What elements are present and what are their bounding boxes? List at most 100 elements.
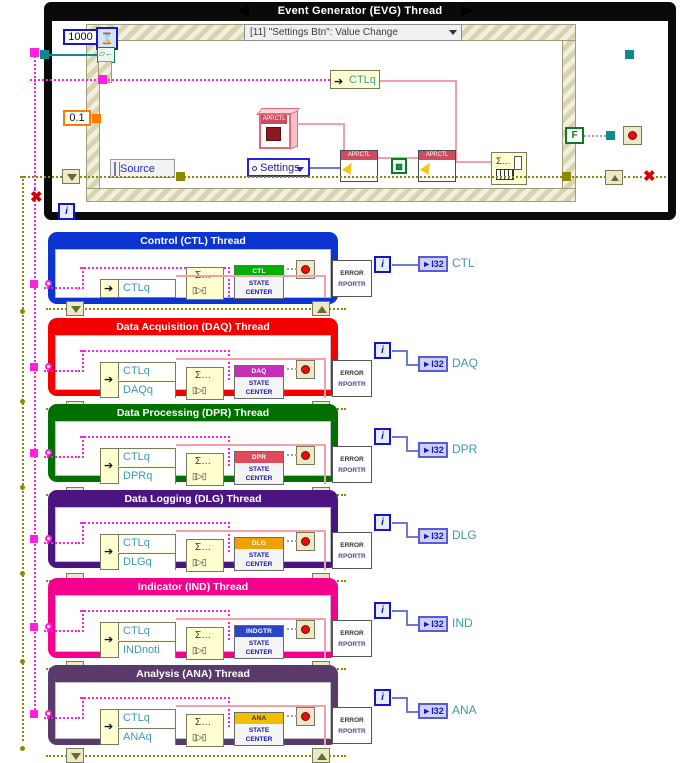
false-constant[interactable]: F — [565, 127, 584, 144]
arrow-right-icon: ➔ — [104, 282, 114, 295]
wire-stop-ctl — [287, 268, 297, 270]
i32-indicator-ana[interactable]: ►I32 — [418, 703, 448, 719]
i32-indicator-dpr[interactable]: ►I32 — [418, 442, 448, 458]
wire-ref-top-ana — [176, 705, 326, 707]
stop-led-icon-daq[interactable] — [296, 360, 315, 379]
error-tunnel-evt-left — [176, 172, 185, 181]
wire-i-right-ana — [392, 697, 408, 699]
evg-error-tunnel-out — [605, 170, 623, 185]
error-x-icon-bus: ✖ — [30, 189, 43, 206]
wire-ref-top-ctl — [176, 275, 326, 277]
cube-side-face — [290, 110, 298, 150]
wire-queue-top-ctl — [80, 267, 230, 269]
dequeue-element-icon-daq[interactable]: Σ…▯▷▯ — [186, 367, 224, 400]
dequeue-element-icon-dpr[interactable]: Σ…▯▷▯ — [186, 453, 224, 486]
stop-led-icon-ctl[interactable] — [296, 260, 315, 279]
stop-led-icon[interactable] — [623, 126, 642, 145]
enqueue-element-node[interactable]: Σ… — [491, 152, 527, 185]
state-center-line2-dpr: CENTER — [245, 475, 273, 482]
queue-label-dlg-1: DLGq — [118, 553, 175, 570]
event-structure-top-right-border — [460, 24, 576, 41]
error-line2-ctl: RPORTR — [338, 281, 366, 288]
i32-indicator-dlg[interactable]: ►I32 — [418, 528, 448, 544]
stop-led-icon-dpr[interactable] — [296, 446, 315, 465]
stop-led-icon-ind[interactable] — [296, 620, 315, 639]
queue-label-dpr-1: DPRq — [118, 467, 175, 484]
queue-bus-ring-dpr — [45, 449, 52, 456]
i32-indicator-ctl[interactable]: ►I32 — [418, 256, 448, 272]
wire-queue-drop-ind — [82, 610, 84, 632]
error-bus-node-ctl — [20, 309, 25, 314]
wire-i-to-indicator-dlg — [406, 536, 418, 538]
thread-title-ctl: Control (CTL) Thread — [140, 235, 246, 247]
wire-stop-ind — [287, 628, 297, 630]
wire-error-bus-vertical — [22, 176, 24, 741]
wire-boolean-to-timeout — [44, 54, 98, 56]
dequeue-element-icon-dlg[interactable]: Σ…▯▷▯ — [186, 539, 224, 572]
state-center-line2-ctl: CENTER — [245, 289, 273, 296]
wire-stop-ana — [287, 715, 297, 717]
wire-queue-in-dpr — [44, 456, 80, 458]
app-ctl-ref-label: APP.CTL — [261, 115, 287, 124]
app-ctl-reference-constant[interactable]: APP.CTL — [256, 108, 300, 150]
chevron-down-icon[interactable] — [296, 167, 304, 172]
event-structure-bottom-border — [86, 188, 576, 202]
event-case-selector[interactable]: [11] "Settings Btn": Value Change — [244, 24, 462, 41]
wire-queue-in-dlg — [44, 542, 80, 544]
event-case-next-button[interactable]: ▶ — [461, 2, 474, 19]
dequeue-element-icon-ctl[interactable]: Σ…▯▷▯ — [186, 267, 224, 300]
wire-queue-drop-daq — [82, 350, 84, 372]
wait-notifier-icon-ind[interactable]: Σ…▯▷▯ — [186, 627, 224, 660]
wire-queue-drop-dlg — [82, 522, 84, 544]
wire-queue-drop-ana — [82, 697, 84, 719]
queue-label-ana-0: CTLq — [118, 710, 175, 727]
wire-i-down-dpr — [406, 436, 408, 450]
timeout-constant[interactable]: 1000 — [63, 29, 98, 45]
stop-led-icon-ana[interactable] — [296, 707, 315, 726]
wire-ref-ctlq-right — [380, 80, 456, 82]
wire-i-right-dpr — [392, 436, 408, 438]
ctlq-obtain-queue-node[interactable]: ➔ CTLq — [330, 70, 380, 89]
i32-indicator-ind[interactable]: ►I32 — [418, 616, 448, 632]
wire-i-to-indicator-ana — [406, 711, 418, 713]
dequeue-element-icon-ana[interactable]: Σ…▯▷▯ — [186, 714, 224, 747]
chevron-down-icon[interactable] — [449, 30, 457, 35]
error-line2-dlg: RPORTR — [338, 553, 366, 560]
i32-indicator-daq[interactable]: ►I32 — [418, 356, 448, 372]
delay-constant[interactable]: 0.1 — [63, 110, 91, 126]
thread-title-daq: Data Acquisition (DAQ) Thread — [116, 321, 270, 333]
queue-bus-ring-ctl — [45, 280, 52, 287]
stop-led-icon-dlg[interactable] — [296, 532, 315, 551]
led-lamp-icon — [301, 265, 310, 274]
wire-ref-down-daq — [324, 358, 326, 398]
wire-i-down-ind — [406, 610, 408, 624]
queue-refnum-box-ctl[interactable]: ➔CTLq — [100, 279, 176, 298]
state-tag-ctl: CTL — [235, 266, 283, 277]
settings-ring-control[interactable]: Settings — [247, 158, 310, 177]
event-case-prev-button[interactable]: ◀ — [237, 2, 250, 19]
